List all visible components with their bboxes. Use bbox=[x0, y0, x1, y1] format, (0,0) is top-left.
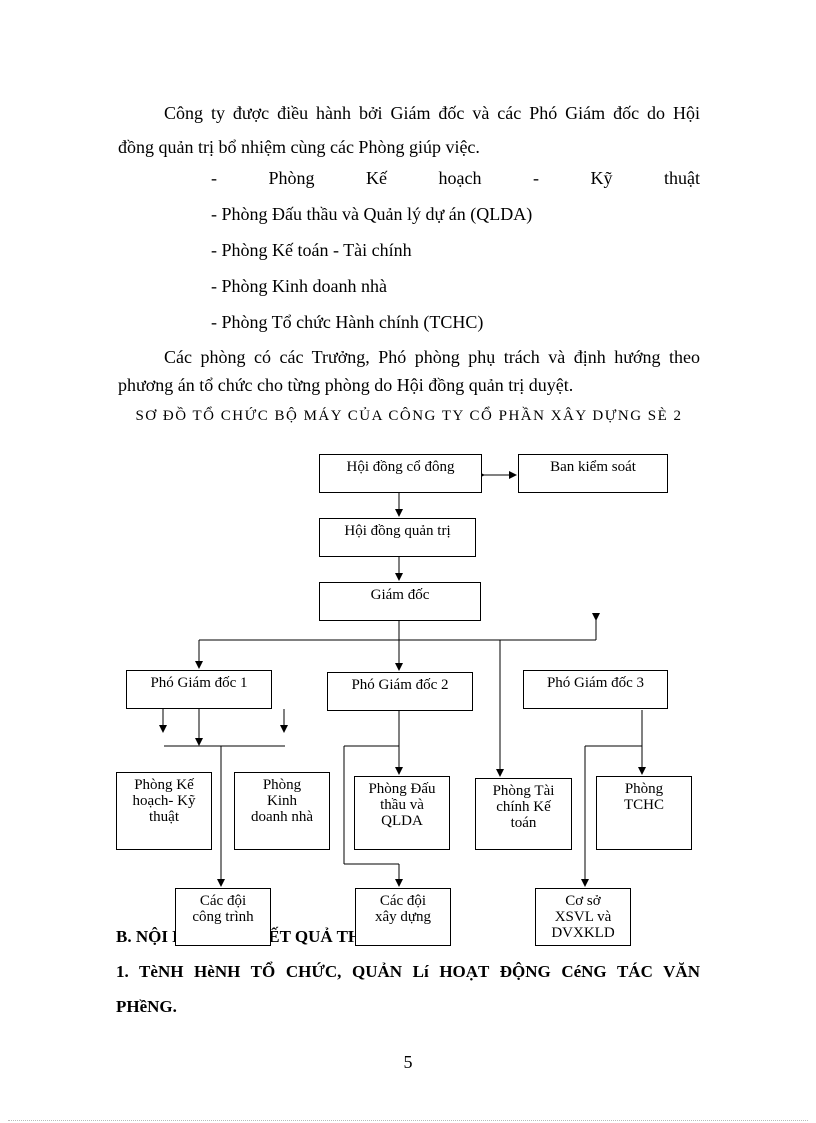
node-supervisory-board: Ban kiểm soát bbox=[518, 454, 668, 493]
org-chart-title: SƠ ĐỒ TỔ CHỨC BỘ MÁY CỦA CÔNG TY CỔ PHẦN… bbox=[135, 408, 683, 424]
node-deputy-director-1: Phó Giám đốc 1 bbox=[126, 670, 272, 709]
page-bottom-rule bbox=[8, 1120, 808, 1121]
page-number: 5 bbox=[403, 1052, 413, 1072]
para2-line-1: Các phòng có các Trưởng, Phó phòng phụ t… bbox=[164, 347, 700, 367]
node-deputy-director-2: Phó Giám đốc 2 bbox=[327, 672, 473, 711]
subsection-1-heading-line-1: 1. TèNH HèNH TỔ CHỨC, QUẢN Lí HOẠT ĐỘNG … bbox=[116, 962, 700, 981]
node-board-of-directors: Hội đồng quản trị bbox=[319, 518, 476, 557]
node-shareholders: Hội đồng cổ đông bbox=[319, 454, 482, 493]
node-deputy-director-3: Phó Giám đốc 3 bbox=[523, 670, 668, 709]
list-item: - Phòng Kế toán - Tài chính bbox=[211, 240, 412, 260]
intro-line-1: Công ty được điều hành bởi Giám đốc và c… bbox=[164, 103, 700, 123]
node-director: Giám đốc bbox=[319, 582, 481, 621]
list-item: - Phòng Kinh doanh nhà bbox=[211, 276, 387, 296]
intro-line-2: đồng quản trị bổ nhiệm cùng các Phòng gi… bbox=[118, 137, 480, 157]
list-item: - Phòng Tổ chức Hành chính (TCHC) bbox=[211, 312, 484, 332]
subsection-1-heading-line-2: PHềNG. bbox=[116, 997, 177, 1016]
list-item: - Phòng Kế hoạch - Kỹ thuật bbox=[211, 168, 700, 188]
list-item: - Phòng Đấu thầu và Quản lý dự án (QLDA) bbox=[211, 204, 533, 224]
para2-line-2: phương án tổ chức cho từng phòng do Hội … bbox=[118, 375, 574, 395]
